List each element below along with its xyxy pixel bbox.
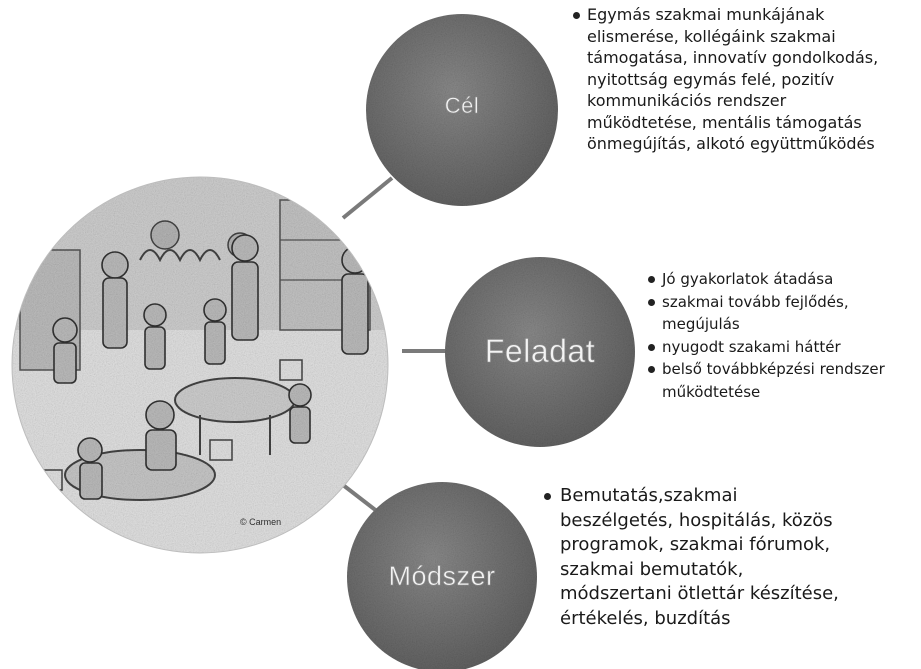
text-block-cel: Egymás szakmai munkájának elismerése, ko… [573, 4, 893, 155]
connector-cel [343, 178, 392, 218]
text-block-modszer: Bemutatás,szakmai beszélgetés, hospitálá… [544, 484, 844, 631]
signature-text: © Carmen [240, 517, 281, 527]
node-label-modszer: Módszer [360, 561, 524, 592]
connector-modszer [343, 485, 378, 512]
list-item: belső továbbképzési rendszer működtetése [648, 358, 914, 403]
node-label-feladat: Feladat [455, 333, 625, 370]
list-item: nyugodt szakami háttér [648, 336, 914, 359]
list-item: szakmai tovább fejlődés, megújulás [648, 291, 914, 336]
list-item: Jó gyakorlatok átadása [648, 268, 914, 291]
node-label-cel: Cél [402, 93, 522, 119]
classroom-illustration: © Carmen [10, 170, 390, 560]
list-item: Bemutatás,szakmai beszélgetés, hospitálá… [544, 484, 844, 631]
list-item: Egymás szakmai munkájának elismerése, ko… [573, 4, 893, 155]
text-block-feladat: Jó gyakorlatok átadása szakmai tovább fe… [648, 268, 914, 403]
